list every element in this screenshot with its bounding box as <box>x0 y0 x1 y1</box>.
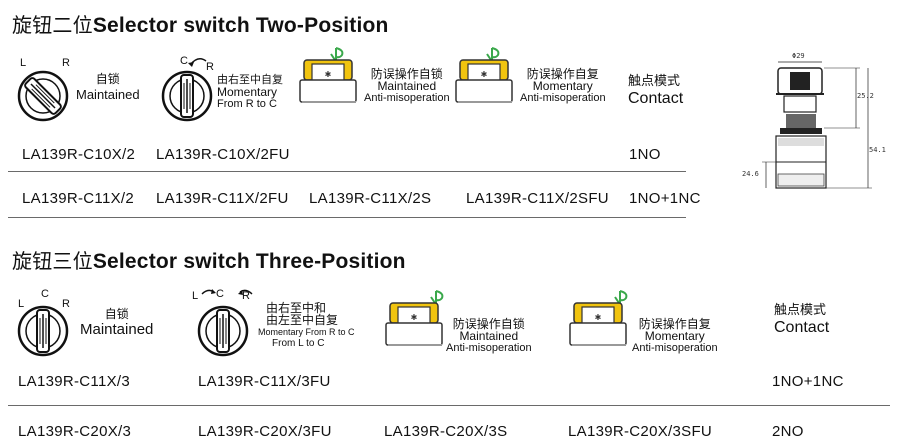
svg-text:✱: ✱ <box>481 70 488 79</box>
model-code: LA139R-C10X/2 <box>22 146 136 163</box>
row-divider <box>8 405 890 406</box>
item-desc-momentary: 由右至中自复 Momentary From R to C <box>217 73 283 111</box>
knob-three-position-momentary: L C R <box>192 288 258 357</box>
guarded-selector-icon: ✱ <box>385 290 444 346</box>
knob-two-position-momentary: C R <box>158 55 218 123</box>
dim-head-height: 25.2 <box>857 92 874 100</box>
svg-text:✱: ✱ <box>595 313 602 322</box>
item-desc-momentary: 由右至中和 由左至中自复 Momentary From R to C From … <box>258 301 355 349</box>
item-desc-guarded-momentary: 防误操作自复 Momentary Anti-misoperation <box>520 67 606 104</box>
svg-text:✱: ✱ <box>325 70 332 79</box>
contact-header-three-position: 触点模式 Contact <box>774 303 830 336</box>
row-divider <box>8 217 686 218</box>
model-code: LA139R-C10X/2FU <box>156 146 290 163</box>
model-code: LA139R-C20X/3 <box>18 423 132 440</box>
model-code: LA139R-C20X/3FU <box>198 423 332 440</box>
model-code: LA139R-C11X/2S <box>309 190 432 207</box>
selector-knob-icon <box>17 305 69 357</box>
dim-body-width: 24.6 <box>742 170 759 178</box>
guarded-knob-momentary: ✱ <box>454 46 518 108</box>
item-desc-guarded-momentary: 防误操作自复 Momentary Anti-misoperation <box>632 317 718 354</box>
guarded-selector-icon: ✱ <box>455 47 513 103</box>
contact-type: 2NO <box>772 423 804 440</box>
rotate-arrow-icon <box>201 289 253 295</box>
item-desc-maintained: 自锁 Maintained <box>80 307 154 338</box>
model-code: LA139R-C20X/3S <box>384 423 508 440</box>
selector-knob-icon <box>197 305 249 357</box>
dim-diameter: Φ29 <box>792 52 805 60</box>
row-divider <box>8 171 686 172</box>
item-desc-guarded-maintained: 防误操作自锁 Maintained Anti-misoperation <box>364 67 450 104</box>
guarded-selector-icon: ✱ <box>299 47 357 103</box>
contact-type: 1NO+1NC <box>772 373 844 390</box>
guarded-knob-maintained: ✱ <box>384 289 448 351</box>
model-code: LA139R-C11X/2SFU <box>466 190 609 207</box>
model-code: LA139R-C11X/2 <box>22 190 135 207</box>
dimension-drawing: Φ29 25.2 54.1 24.6 <box>740 52 890 198</box>
guarded-knob-maintained: ✱ <box>298 46 362 108</box>
switch-side-view <box>762 61 872 189</box>
knob-two-position-maintained: L R <box>14 55 74 123</box>
contact-type: 1NO+1NC <box>629 190 701 207</box>
section-title-three-position: 旋钮三位Selector switch Three-Position <box>12 249 406 273</box>
svg-text:✱: ✱ <box>411 313 418 322</box>
item-desc-guarded-maintained: 防误操作自锁 Maintained Anti-misoperation <box>446 317 532 354</box>
selector-knob-icon <box>161 70 213 122</box>
model-code: LA139R-C20X/3SFU <box>568 423 713 440</box>
guarded-knob-momentary: ✱ <box>568 289 632 351</box>
model-code: LA139R-C11X/3FU <box>198 373 331 390</box>
model-code: LA139R-C11X/3 <box>18 373 131 390</box>
contact-header-two-position: 触点模式 Contact <box>628 74 684 107</box>
contact-type: 1NO <box>629 146 661 163</box>
model-code: LA139R-C11X/2FU <box>156 190 289 207</box>
selector-knob-icon <box>17 70 69 122</box>
guarded-selector-icon: ✱ <box>569 290 628 346</box>
item-desc-maintained: 自锁 Maintained <box>76 72 140 102</box>
knob-three-position-maintained: L C R <box>14 288 78 357</box>
section-title-two-position: 旋钮二位Selector switch Two-Position <box>12 13 389 37</box>
rotate-arrow-icon <box>188 58 207 67</box>
dim-total-height: 54.1 <box>869 146 886 154</box>
